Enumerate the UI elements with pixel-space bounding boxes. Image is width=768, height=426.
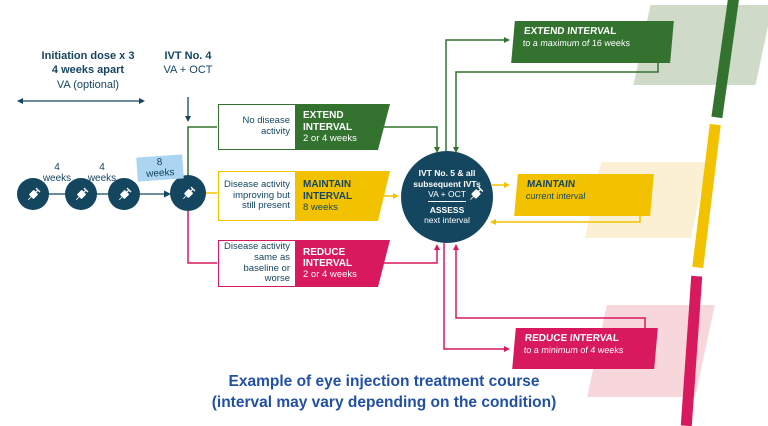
syringe-icon (75, 187, 88, 200)
injection-4 (170, 175, 206, 211)
extend-outcome-line-out (445, 39, 504, 151)
syringe-icon (27, 187, 40, 200)
caption-line1: Example of eye injection treatment cours… (228, 373, 540, 390)
outcome-title: EXTEND INTERVAL (523, 26, 617, 37)
injection-3 (108, 178, 140, 210)
injection-2 (65, 178, 97, 210)
syringe-icon (182, 186, 195, 199)
initiation-label: Initiation dose x 3 4 weeks apart VA (op… (8, 49, 168, 92)
ivt4-label: IVT No. 4 VA + OCT (148, 49, 228, 78)
branch-extend-line-in (187, 126, 217, 175)
reduce-outcome-line-out (443, 243, 504, 350)
action-detail: 8 weeks (303, 201, 338, 213)
circle-line2: subsequent IVTs (413, 178, 481, 189)
condition-no-activity: No disease activity (218, 104, 296, 150)
outcome-detail: current interval (525, 191, 586, 201)
interval-label-2: 4 weeks (87, 162, 117, 185)
syringe-icon (470, 186, 484, 200)
action-detail: 2 or 4 weeks (303, 132, 357, 144)
outcome-maintain: MAINTAIN current interval (514, 174, 654, 216)
maintain-outcome-line-return (496, 216, 641, 223)
action-maintain-interval: MAINTAIN INTERVAL 8 weeks (296, 171, 390, 221)
outcome-reduce: REDUCE INTERVAL to a minimum of 4 weeks (512, 328, 658, 369)
reduce-outcome-line-return (455, 250, 646, 328)
ivt4-subtitle: VA + OCT (163, 64, 213, 77)
interval-label-1: 4 weeks (42, 162, 72, 185)
action-title: REDUCE INTERVAL (303, 246, 353, 270)
action-extend-interval: EXTEND INTERVAL 2 or 4 weeks (296, 104, 390, 150)
action-reduce-interval: REDUCE INTERVAL 2 or 4 weeks (296, 240, 390, 287)
branch-extend: No disease activity EXTEND INTERVAL 2 or… (218, 104, 390, 150)
interval-label-3-highlighted: 8 weeks (136, 154, 184, 182)
circle-test: VA + OCT (428, 189, 466, 202)
outcome-title: MAINTAIN (526, 179, 576, 190)
action-title: MAINTAIN INTERVAL (303, 179, 353, 202)
initiation-note: VA (optional) (56, 78, 120, 91)
circle-action-detail: next interval (424, 215, 470, 226)
ivt4-title: IVT No. 4 (164, 50, 212, 62)
branch-reduce-line-out (384, 250, 438, 264)
outcome-extend: EXTEND INTERVAL to a maximum of 16 weeks (511, 21, 674, 63)
injection-1 (17, 178, 49, 210)
condition-improving: Disease activity improving but still pre… (218, 171, 296, 221)
condition-worse: Disease activity same as baseline or wor… (218, 240, 296, 287)
extend-outcome-line-return (455, 63, 659, 147)
branch-reduce-line-in (187, 211, 217, 264)
outcome-detail: to a maximum of 16 weeks (522, 38, 631, 48)
syringe-icon (118, 187, 131, 200)
assessment-circle: IVT No. 5 & all subsequent IVTs VA + OCT… (401, 151, 493, 243)
branch-reduce: Disease activity same as baseline or wor… (218, 240, 390, 287)
branch-extend-line-out (384, 126, 438, 147)
caption-line2: (interval may vary depending on the cond… (211, 393, 557, 411)
branch-maintain: Disease activity improving but still pre… (218, 171, 390, 221)
circle-line1: IVT No. 5 & all (418, 167, 476, 178)
outcome-title: REDUCE INTERVAL (524, 333, 620, 344)
diagram-caption: Example of eye injection treatment cours… (0, 372, 768, 414)
action-detail: 2 or 4 weeks (303, 269, 357, 281)
action-title: EXTEND INTERVAL (303, 110, 353, 133)
circle-action: ASSESS (429, 204, 465, 215)
initiation-title: Initiation dose x 3 (41, 50, 135, 62)
outcome-detail: to a minimum of 4 weeks (523, 345, 624, 355)
initiation-subtitle: 4 weeks apart (51, 64, 125, 77)
